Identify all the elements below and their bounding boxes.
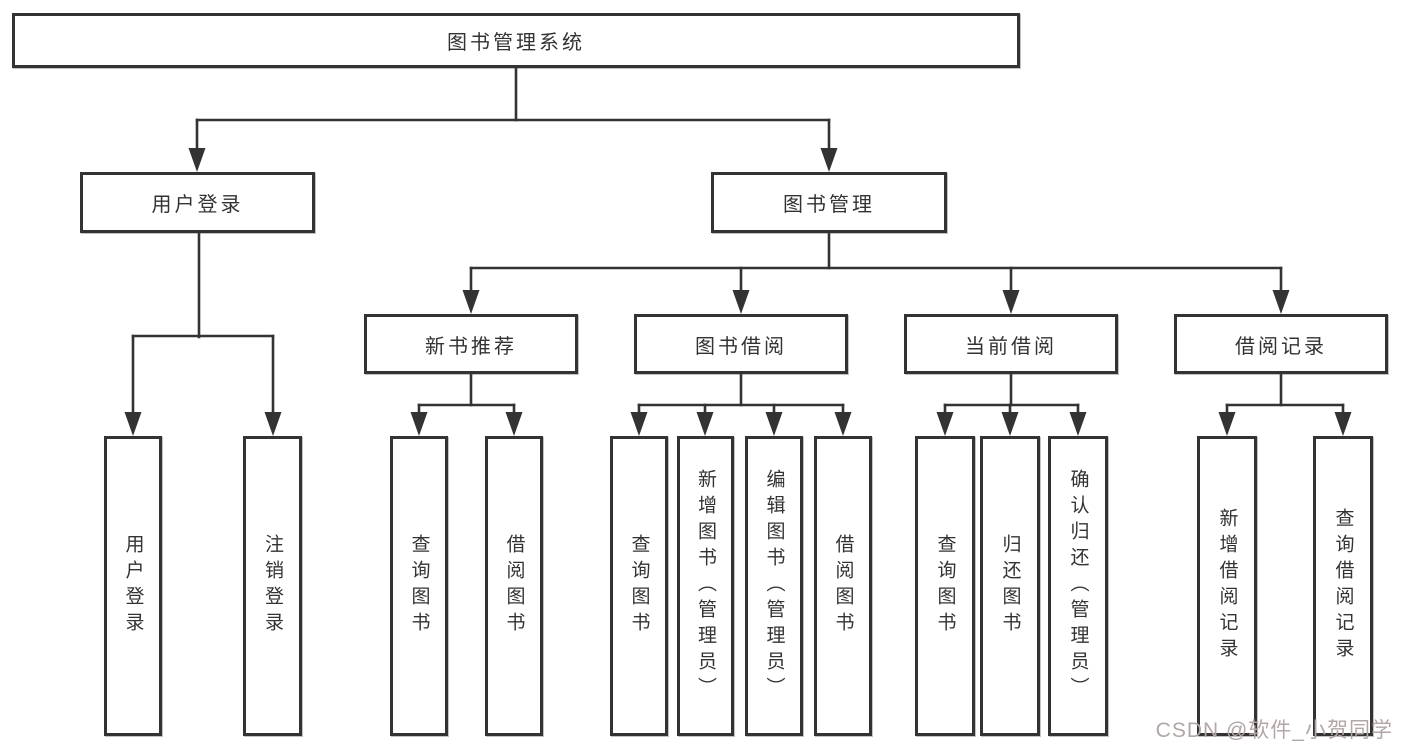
leaf-query-books-borrow-label: 查询图书 <box>628 534 650 638</box>
leaf-query-books-current-label: 查询图书 <box>934 534 956 638</box>
leaf-logout: 注销登录 <box>243 436 302 736</box>
node-current-borrow: 当前借阅 <box>904 314 1118 374</box>
leaf-return-books-label: 归还图书 <box>999 534 1021 638</box>
node-new-book-recommend-label: 新书推荐 <box>425 335 517 358</box>
leaf-borrow-books-newbook-label: 借阅图书 <box>503 534 525 638</box>
leaf-return-books: 归还图书 <box>980 436 1040 736</box>
node-book-borrow: 图书借阅 <box>634 314 848 374</box>
node-library-system: 图书管理系统 <box>12 13 1020 68</box>
node-book-borrow-label: 图书借阅 <box>695 335 787 358</box>
leaf-query-books-newbook-label: 查询图书 <box>408 534 430 638</box>
node-user-login-label: 用户登录 <box>151 194 244 216</box>
leaf-confirm-return-admin: 确认归还（管理员） <box>1048 436 1108 736</box>
connector-book-mgmt-to-modules <box>462 230 1290 314</box>
connector-new-book-leaves <box>410 372 523 436</box>
leaf-user-login: 用户登录 <box>104 436 162 736</box>
leaf-borrow-books-newbook: 借阅图书 <box>485 436 543 736</box>
leaf-add-book-admin-label: 新增图书（管理员） <box>695 469 716 703</box>
node-borrow-records: 借阅记录 <box>1174 314 1388 374</box>
node-book-management: 图书管理 <box>711 172 947 233</box>
connector-root-to-level2 <box>188 66 838 172</box>
node-book-management-label: 图书管理 <box>783 194 875 216</box>
node-borrow-records-label: 借阅记录 <box>1235 335 1327 358</box>
leaf-query-borrow-record-label: 查询借阅记录 <box>1332 508 1354 664</box>
leaf-add-borrow-record: 新增借阅记录 <box>1197 436 1257 736</box>
connector-user-login-branch <box>124 230 282 436</box>
leaf-borrow-books-borrow: 借阅图书 <box>814 436 872 736</box>
leaf-edit-book-admin: 编辑图书（管理员） <box>745 436 803 736</box>
csdn-watermark: CSDN @软件_小贺同学 <box>1155 719 1393 742</box>
leaf-edit-book-admin-label: 编辑图书（管理员） <box>763 469 785 703</box>
leaf-query-borrow-record: 查询借阅记录 <box>1313 436 1373 736</box>
node-new-book-recommend: 新书推荐 <box>364 314 578 374</box>
node-user-login: 用户登录 <box>80 172 315 233</box>
leaf-user-login-label: 用户登录 <box>122 534 144 638</box>
leaf-confirm-return-admin-label: 确认归还（管理员） <box>1067 469 1089 703</box>
connector-current-borrow-leaves <box>936 372 1087 436</box>
leaf-query-books-borrow: 查询图书 <box>610 436 668 736</box>
leaf-borrow-books-borrow-label: 借阅图书 <box>832 534 854 638</box>
connector-borrow-records-leaves <box>1218 372 1352 436</box>
leaf-logout-label: 注销登录 <box>262 534 283 638</box>
node-library-system-label: 图书管理系统 <box>447 32 585 54</box>
leaf-query-books-current: 查询图书 <box>915 436 975 736</box>
leaf-add-borrow-record-label: 新增借阅记录 <box>1216 508 1238 664</box>
leaf-add-book-admin: 新增图书（管理员） <box>677 436 734 736</box>
leaf-query-books-newbook: 查询图书 <box>390 436 448 736</box>
node-current-borrow-label: 当前借阅 <box>965 335 1057 358</box>
connector-book-borrow-leaves <box>630 372 852 436</box>
